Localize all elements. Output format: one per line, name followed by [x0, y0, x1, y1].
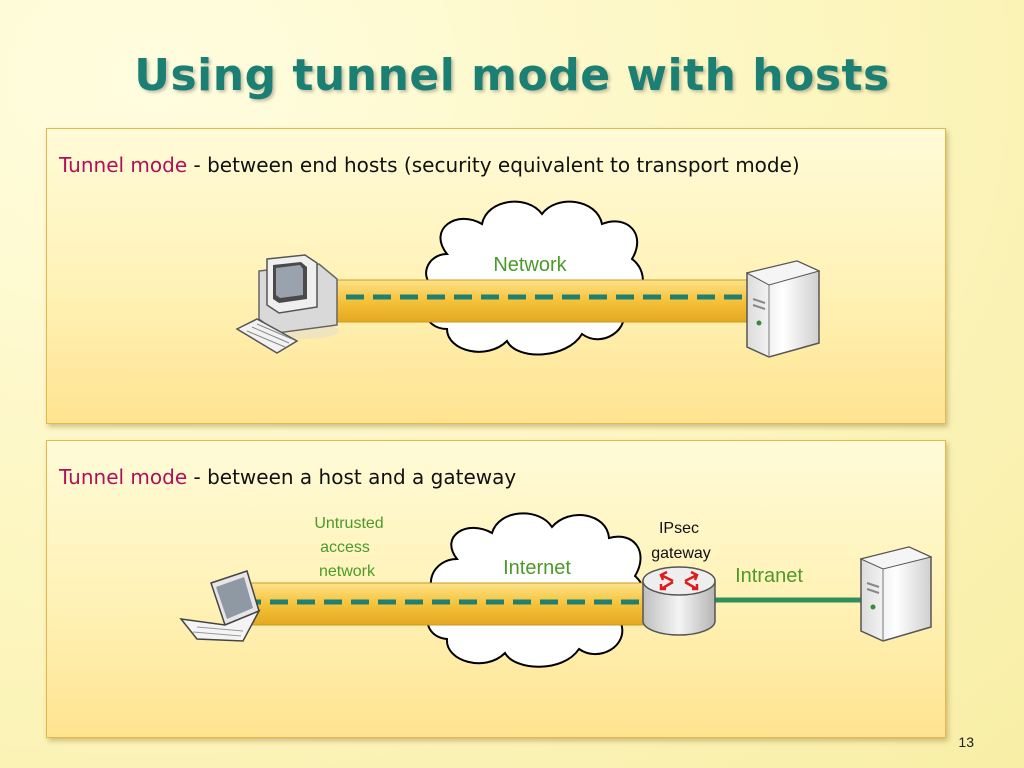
tunnel-mode-highlight: Tunnel mode: [59, 465, 188, 489]
untrusted-label-line3: network: [319, 563, 376, 580]
diagram-host-gateway: Untrusted access network Internet IPsec …: [179, 512, 933, 668]
tunnel-mode-highlight: Tunnel mode: [59, 153, 188, 177]
heading-text: - between a host and a gateway: [187, 465, 517, 489]
network-cloud: [423, 200, 644, 356]
heading-text: - between end hosts (security equivalent…: [187, 153, 800, 177]
panel-heading: Tunnel mode - between a host and a gatew…: [59, 465, 516, 489]
slide-number: 13: [958, 734, 974, 750]
diagram-end-hosts: Network: [235, 200, 821, 358]
panel-end-hosts: Tunnel mode - between end hosts (securit…: [46, 128, 946, 424]
panel-host-gateway: Tunnel mode - between a host and a gatew…: [46, 440, 946, 738]
untrusted-label-line1: Untrusted: [314, 515, 383, 532]
desktop-computer-icon: [235, 254, 339, 354]
cloud-label: Network: [493, 254, 567, 276]
server-icon: [745, 260, 821, 358]
slide-title: Using tunnel mode with hosts: [134, 50, 890, 101]
untrusted-label-line2: access: [320, 539, 370, 556]
server-icon: [859, 546, 933, 642]
gateway-label-line1: IPsec: [659, 520, 699, 537]
laptop-icon: [179, 570, 261, 642]
gateway-label-line2: gateway: [651, 545, 711, 562]
router-gateway-icon: [642, 566, 716, 636]
intranet-label: Intranet: [735, 565, 803, 587]
tunnel-tube: [318, 279, 760, 323]
cloud-label: Internet: [503, 557, 571, 579]
panel-heading: Tunnel mode - between end hosts (securit…: [59, 153, 800, 177]
